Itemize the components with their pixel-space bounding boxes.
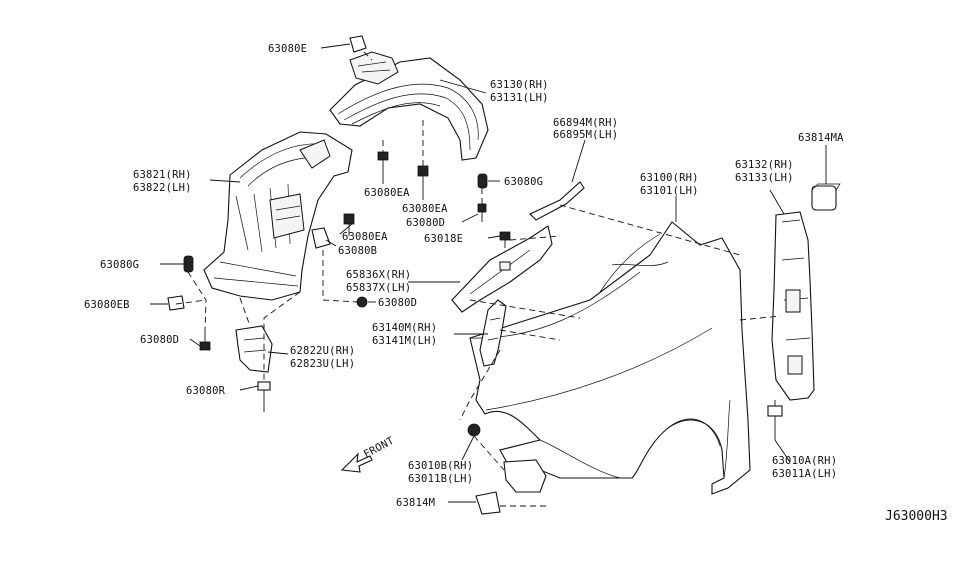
label-63080g-right: 63080G <box>504 176 543 188</box>
label-63080b: 63080B <box>338 245 377 257</box>
label-63080r: 63080R <box>186 385 226 397</box>
front-direction-arrow: FRONT <box>340 435 397 473</box>
leader-lines <box>150 43 827 503</box>
label-63101-lh: 63101(LH) <box>640 185 699 197</box>
mud-guard-62822u <box>235 325 273 373</box>
label-62823u-lh: 62823U(LH) <box>290 358 355 370</box>
label-63080e: 63080E <box>268 43 307 55</box>
label-63080ea-lower: 63080EA <box>342 231 388 243</box>
label-63080g-left: 63080G <box>100 259 139 271</box>
label-63010a-rh: 63010A(RH) <box>772 455 837 467</box>
rear-liner-63130 <box>329 51 489 161</box>
label-63814m: 63814M <box>396 497 435 509</box>
screw-63080ea-a <box>377 151 389 172</box>
screw-63080ea-b <box>417 165 429 190</box>
label-63814ma: 63814MA <box>798 132 844 144</box>
nut-63010b <box>467 423 481 437</box>
label-63141m-lh: 63141M(LH) <box>372 335 437 347</box>
rivet-63080r <box>257 381 271 412</box>
label-63011a-lh: 63011A(LH) <box>772 468 837 480</box>
label-63822-lh: 63822(LH) <box>133 182 192 194</box>
label-63131-lh: 63131(LH) <box>490 92 549 104</box>
label-63010b-rh: 63010B(RH) <box>408 460 473 472</box>
lower-bracket <box>503 459 547 493</box>
label-66894m-rh: 66894M(RH) <box>553 117 618 129</box>
label-63018e: 63018E <box>424 233 463 245</box>
label-63140m-rh: 63140M(RH) <box>372 322 437 334</box>
label-63821-rh: 63821(RH) <box>133 169 192 181</box>
label-63100-rh: 63100(RH) <box>640 172 699 184</box>
label-63133-lh: 63133(LH) <box>735 172 794 184</box>
bracket-63140m <box>479 299 507 367</box>
label-62822u-rh: 62822U(RH) <box>290 345 355 357</box>
clip-63080b <box>311 227 331 249</box>
label-65837x-lh: 65837X(LH) <box>346 282 411 294</box>
clip-63018e <box>499 231 511 248</box>
bolt-63010a <box>767 405 783 440</box>
label-65836x-rh: 65836X(RH) <box>346 269 411 281</box>
screw-63080d-left <box>199 330 211 351</box>
bracket-65836x <box>451 225 553 313</box>
front-label: FRONT <box>362 435 397 461</box>
label-63011b-lh: 63011B(LH) <box>408 473 473 485</box>
label-66895m-lh: 66895M(LH) <box>553 129 618 141</box>
molding-66894m <box>529 181 585 221</box>
label-63130-rh: 63130(RH) <box>490 79 549 91</box>
clip-63080g-left <box>183 255 194 273</box>
screw-63080d-mid <box>356 296 368 308</box>
label-63080d-left: 63080D <box>140 334 179 346</box>
diagram-code: J63000H3 <box>885 509 948 524</box>
front-liner-63821 <box>203 131 353 301</box>
label-63080eb: 63080EB <box>84 299 130 311</box>
nut-63080eb <box>167 295 185 311</box>
side-bracket-63132 <box>771 211 815 401</box>
fasteners <box>167 35 783 440</box>
label-63080d-mid: 63080D <box>378 297 417 309</box>
front-fender <box>469 221 751 495</box>
seal-63814ma <box>811 183 841 211</box>
protector-63814m <box>475 491 501 515</box>
screw-63080d-center <box>477 203 487 222</box>
label-63132-rh: 63132(RH) <box>735 159 794 171</box>
label-63080ea-upper: 63080EA <box>364 187 410 199</box>
assembly-lines <box>175 51 781 507</box>
label-63080d-center: 63080D <box>406 217 445 229</box>
clip-63080g-right <box>477 173 488 189</box>
part-labels: 63080E 63130(RH) 63131(LH) 66894M(RH) 66… <box>84 43 844 509</box>
label-63080ea-mid: 63080EA <box>402 203 448 215</box>
